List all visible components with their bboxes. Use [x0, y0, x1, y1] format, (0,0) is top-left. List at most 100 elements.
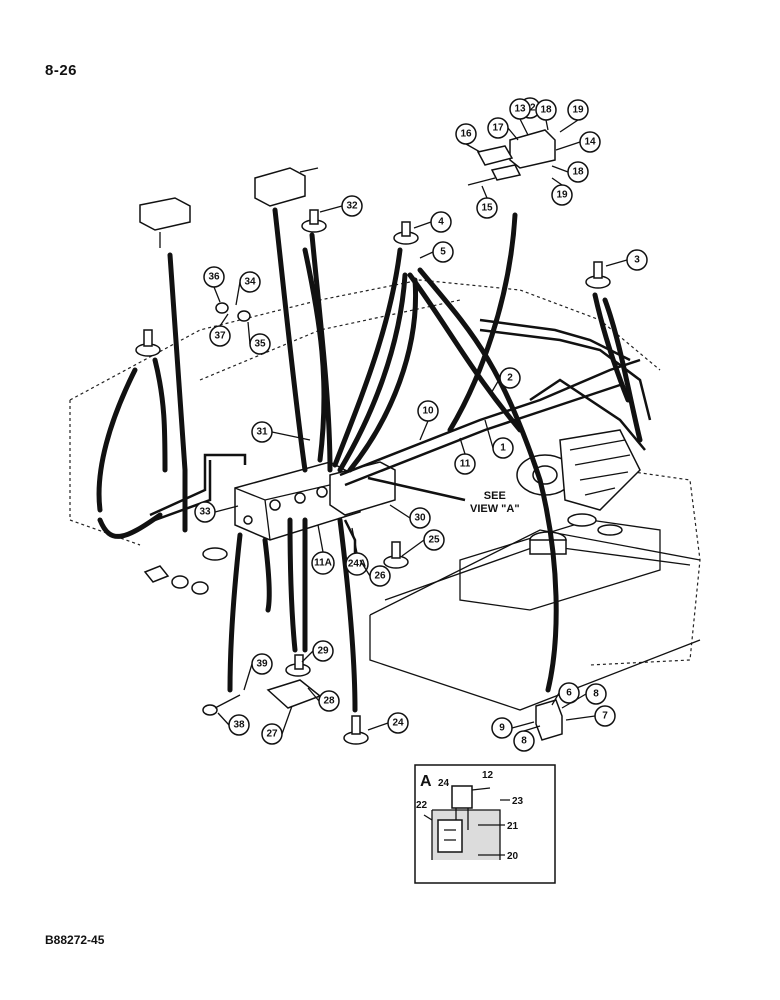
- callout-38: 37: [209, 325, 231, 347]
- leader-lines: [213, 118, 628, 735]
- callout-34: 33: [194, 501, 216, 523]
- see-view-note: SEE VIEW "A": [470, 490, 520, 516]
- inset-view-label: A: [420, 773, 432, 790]
- callout-17: 17: [487, 117, 509, 139]
- callout-8b-label: 8: [521, 736, 527, 747]
- callout-16: 16: [455, 123, 477, 145]
- callout-31-label: 30: [414, 513, 426, 524]
- callout-14: 14: [579, 131, 601, 153]
- callout-19a-label: 19: [572, 105, 584, 116]
- see-view-arrow: [367, 476, 466, 502]
- callout-38-label: 37: [214, 331, 226, 342]
- callout-1: 1: [492, 437, 514, 459]
- callout-27: 25: [423, 529, 445, 551]
- callout-35: 34: [239, 271, 261, 293]
- callout-13-label: 13: [514, 104, 526, 115]
- callout-24a-label: 24A: [348, 559, 366, 570]
- inset-part-23: 23: [512, 796, 524, 807]
- callout-3-label: 3: [634, 255, 640, 266]
- callout-6-label: 6: [566, 688, 572, 699]
- callout-9-label: 9: [499, 723, 505, 734]
- callout-18b-label: 18: [572, 167, 584, 178]
- filter-assemblies: [529, 513, 623, 555]
- callout-19b: 19: [551, 184, 573, 206]
- callout-30: 29: [312, 640, 334, 662]
- document-code: B88272-45: [45, 933, 105, 947]
- fittings: [135, 129, 611, 745]
- callout-4-label: 4: [438, 217, 444, 228]
- callout-36: 35: [249, 333, 271, 355]
- callouts: 1 2 3 4 5 6 7 8 8 9 10 11 11A 12 14 15 1…: [194, 97, 648, 752]
- callout-24a: 24A: [345, 552, 369, 576]
- callout-29: 28: [318, 690, 340, 712]
- callout-14-label: 14: [584, 137, 596, 148]
- callout-13b: 13: [509, 98, 531, 120]
- callout-11a: 11A: [311, 551, 335, 575]
- callout-27-label: 25: [428, 535, 440, 546]
- callout-8a-label: 8: [593, 689, 599, 700]
- callout-15-label: 15: [481, 203, 493, 214]
- callout-15: 15: [476, 197, 498, 219]
- callout-2: 2: [499, 367, 521, 389]
- callout-3: 3: [626, 249, 648, 271]
- callout-25: 24: [387, 712, 409, 734]
- callout-5-label: 5: [440, 247, 446, 258]
- callout-36-label: 35: [254, 339, 266, 350]
- callout-37: 36: [203, 266, 225, 288]
- inset-part-20: 20: [507, 851, 519, 862]
- hydraulic-pump: [516, 429, 641, 511]
- callout-7: 7: [594, 705, 616, 727]
- callout-11: 11: [454, 453, 476, 475]
- callout-17-label: 17: [492, 123, 504, 134]
- callout-29-label: 28: [323, 696, 335, 707]
- callout-4: 4: [430, 211, 452, 233]
- callout-7-label: 7: [602, 711, 608, 722]
- callout-40: 39: [251, 653, 273, 675]
- callout-31: 30: [409, 507, 431, 529]
- callout-18a: 18: [535, 99, 557, 121]
- callout-34-label: 33: [199, 507, 211, 518]
- callout-1-label: 1: [500, 443, 506, 454]
- right-valve-bank: [329, 461, 396, 516]
- callout-5: 5: [432, 241, 454, 263]
- callout-25-label: 24: [392, 718, 404, 729]
- inset-view-a: A 24 12 23 22 21 20: [414, 764, 556, 884]
- callout-40-label: 39: [256, 659, 268, 670]
- callout-10-label: 10: [422, 406, 434, 417]
- callout-16-label: 16: [460, 129, 472, 140]
- callout-11a-label: 11A: [314, 558, 332, 569]
- control-valve-block: [234, 461, 361, 541]
- callout-10: 10: [417, 400, 439, 422]
- callout-33: 32: [341, 195, 363, 217]
- callout-19b-label: 19: [556, 190, 568, 201]
- hoses: [96, 207, 643, 713]
- callout-28: 27: [261, 723, 283, 745]
- see-view-line-2: VIEW "A": [470, 503, 520, 515]
- callout-18a-label: 18: [540, 105, 552, 116]
- callout-8b: 8: [513, 730, 535, 752]
- see-view-line-1: SEE: [483, 490, 506, 502]
- callout-30-label: 29: [317, 646, 329, 657]
- callout-19a: 19: [567, 99, 589, 121]
- callout-9: 9: [491, 717, 513, 739]
- inset-part-24: 24: [438, 778, 450, 789]
- callout-18b: 18: [567, 161, 589, 183]
- callout-8a: 8: [585, 683, 607, 705]
- inset-part-12: 12: [482, 770, 494, 781]
- inset-part-21: 21: [507, 821, 519, 832]
- callout-32: 31: [251, 421, 273, 443]
- callout-11-label: 11: [460, 459, 471, 470]
- callout-35-label: 34: [244, 277, 256, 288]
- callout-39: 38: [228, 714, 250, 736]
- page-number: 8-26: [45, 62, 78, 79]
- callout-28-label: 27: [266, 729, 278, 740]
- callout-37-label: 36: [208, 272, 220, 283]
- callout-39-label: 38: [233, 720, 245, 731]
- callout-26-label: 26: [374, 571, 386, 582]
- callout-32-label: 31: [256, 427, 268, 438]
- callout-2-label: 2: [507, 373, 513, 384]
- inset-part-22: 22: [416, 800, 428, 811]
- callout-26: 26: [369, 565, 391, 587]
- callout-33-label: 32: [346, 201, 358, 212]
